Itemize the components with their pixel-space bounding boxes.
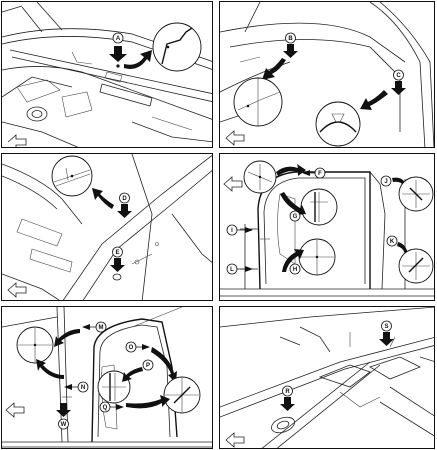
svg-text:M: M [99,325,104,331]
magnified-detail-d [51,155,114,209]
panel-5-drawing: M N [2,307,212,448]
forward-direction-arrow [225,130,245,146]
panel-6-drawing: R S [220,307,434,448]
svg-text:C: C [396,73,401,79]
panel-1-drawing: A [2,2,212,147]
magnified-detail-c [315,90,388,147]
svg-text:G: G [293,214,298,220]
label-a-badge: A [112,32,124,44]
svg-text:K: K [390,239,395,245]
mag-circle-m [16,326,80,364]
mag-circle-p [97,370,131,404]
label-j-badge: J [380,175,392,187]
svg-text:O: O [129,345,134,351]
svg-text:I: I [231,228,233,234]
label-f-badge: F [314,167,326,179]
label-l-badge: L [226,263,238,275]
pointer-arrow-b [283,44,298,58]
panel-6-rear-floor: R S [219,306,435,449]
forward-direction-arrow [7,134,27,147]
svg-text:W: W [61,422,67,428]
forward-direction-arrow [7,282,27,298]
mag-circle-h [282,238,336,276]
label-g-badge: G [289,210,301,222]
pointer-arrow-l [237,266,253,272]
label-m-badge: M [95,321,107,333]
label-i-badge: I [226,224,238,236]
car-body-lines [220,307,434,448]
panel-2-rear-window-frame: B C [219,1,435,148]
panel-5-rear-door-opening: M N [1,306,213,449]
forward-direction-arrow [5,402,25,418]
label-e-badge: E [112,246,123,258]
pointer-arrow-d [117,204,132,218]
car-body-lines [2,307,212,448]
label-w-badge: W [58,418,69,430]
magnified-arrow-p [122,367,143,382]
svg-text:S: S [384,324,388,330]
svg-text:B: B [288,36,293,42]
pointer-arrow-n [64,384,78,390]
magnified-arrow-n [36,359,64,379]
magnified-arrow-o [151,347,177,383]
pointer-arrow-r [280,397,295,411]
mag-circle-g [280,188,338,226]
car-body-lines [220,2,434,147]
svg-text:F: F [318,171,322,177]
mag-circle-left-top [243,160,306,194]
label-s-badge: S [381,320,392,332]
label-q-badge: Q [99,401,111,413]
panel-2-drawing: B C [220,2,434,147]
magnified-arrow-q [126,395,170,409]
svg-text:N: N [81,385,85,391]
svg-text:P: P [146,363,150,369]
mag-circle-j [392,176,434,212]
mag-circle-k [397,242,434,284]
pointer-arrow-w [56,403,71,417]
svg-text:E: E [115,250,119,256]
panel-4-side-door-opening: F G H [219,153,435,301]
pointer-arrow-m [82,324,96,330]
car-body-lines [2,154,212,300]
label-c-badge: C [393,69,404,81]
pointer-arrow-i [237,227,253,233]
svg-text:R: R [285,389,290,395]
svg-text:A: A [116,36,121,42]
label-b-badge: B [285,32,296,44]
panel-1-rear-panel-top: A [1,1,213,148]
svg-text:H: H [293,267,297,273]
magnified-detail-a [124,22,202,72]
label-p-badge: P [142,359,154,371]
pointer-arrow-s [379,332,394,346]
label-d-badge: D [119,192,130,204]
svg-text:D: D [122,196,127,202]
panel-3-rear-pillar: D E [1,153,213,301]
pointer-arrow-e [110,258,125,272]
label-h-badge: H [289,263,301,275]
magnified-detail-b [233,58,286,127]
forward-direction-arrow [223,176,243,192]
pointer-arrow-q [110,404,124,410]
forward-direction-arrow [225,432,245,448]
label-k-badge: K [386,235,398,247]
panel-4-drawing: F G H [220,160,434,297]
mag-circle-right [163,376,201,414]
svg-text:Q: Q [103,405,108,411]
pointer-arrow-o [136,344,150,350]
panel-3-drawing: D E [2,154,212,300]
svg-text:L: L [230,267,234,273]
label-o-badge: O [125,341,137,353]
pointer-arrow-a [109,46,127,68]
car-body-lines [2,2,212,147]
label-r-badge: R [282,385,293,397]
svg-text:J: J [384,179,387,185]
label-n-badge: N [77,381,89,393]
pointer-arrow-c [391,81,406,95]
